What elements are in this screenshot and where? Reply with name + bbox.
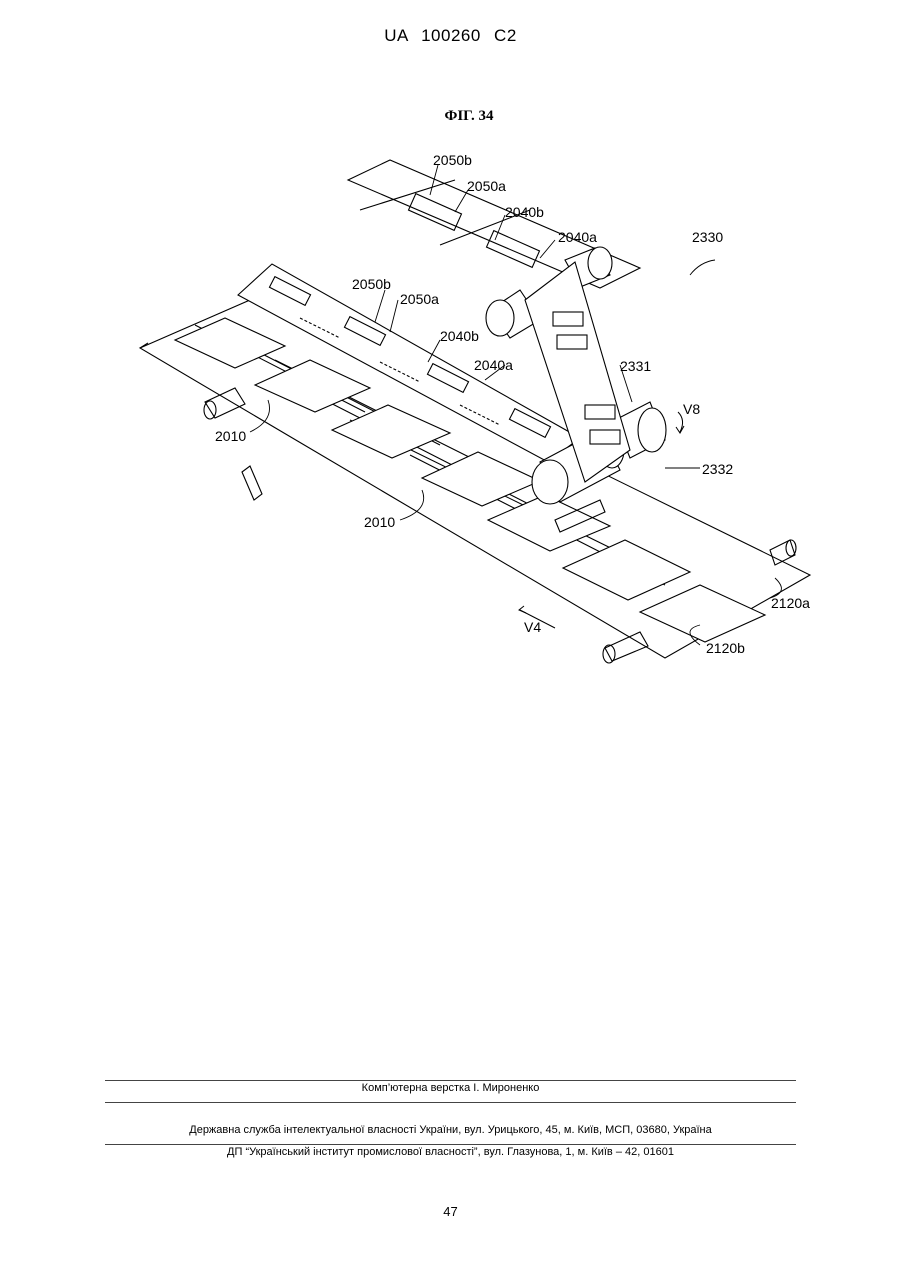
label-2050b-mid: 2050b — [352, 276, 391, 292]
label-v8: V8 — [683, 401, 700, 417]
label-v4: V4 — [524, 619, 541, 635]
patent-number-header: UA 100260 C2 — [0, 26, 901, 46]
label-2040a-top: 2040a — [558, 229, 597, 245]
footer-rule-top — [105, 1080, 796, 1081]
footer-rule-middle — [105, 1102, 796, 1103]
footer-office: Державна служба інтелектуальної власност… — [0, 1124, 901, 1136]
label-2331: 2331 — [620, 358, 651, 374]
label-2040b-top: 2040b — [505, 204, 544, 220]
label-2050a-top: 2050a — [467, 178, 506, 194]
label-2332: 2332 — [702, 461, 733, 477]
small-piece — [242, 466, 262, 500]
label-2120a: 2120a — [771, 595, 810, 611]
page-number: 47 — [0, 1204, 901, 1219]
label-2040a-mid: 2040a — [474, 357, 513, 373]
label-2010-mid: 2010 — [364, 514, 395, 530]
figure-title: ФІГ. 34 — [0, 108, 901, 125]
footer-institute: ДП “Український інститут промислової вла… — [0, 1146, 901, 1158]
label-2040b-mid: 2040b — [440, 328, 479, 344]
footer-rule-bottom — [105, 1144, 796, 1145]
label-2050b-top: 2050b — [433, 152, 472, 168]
patent-drawing: 2050b 2050a 2040b 2040a 2330 2050b 2050a… — [0, 140, 901, 670]
label-2050a-mid: 2050a — [400, 291, 439, 307]
label-2120b: 2120b — [706, 640, 745, 656]
label-2010-left: 2010 — [215, 428, 246, 444]
footer-typesetting: Комп’ютерна верстка І. Мироненко — [0, 1082, 901, 1094]
label-2330: 2330 — [692, 229, 723, 245]
